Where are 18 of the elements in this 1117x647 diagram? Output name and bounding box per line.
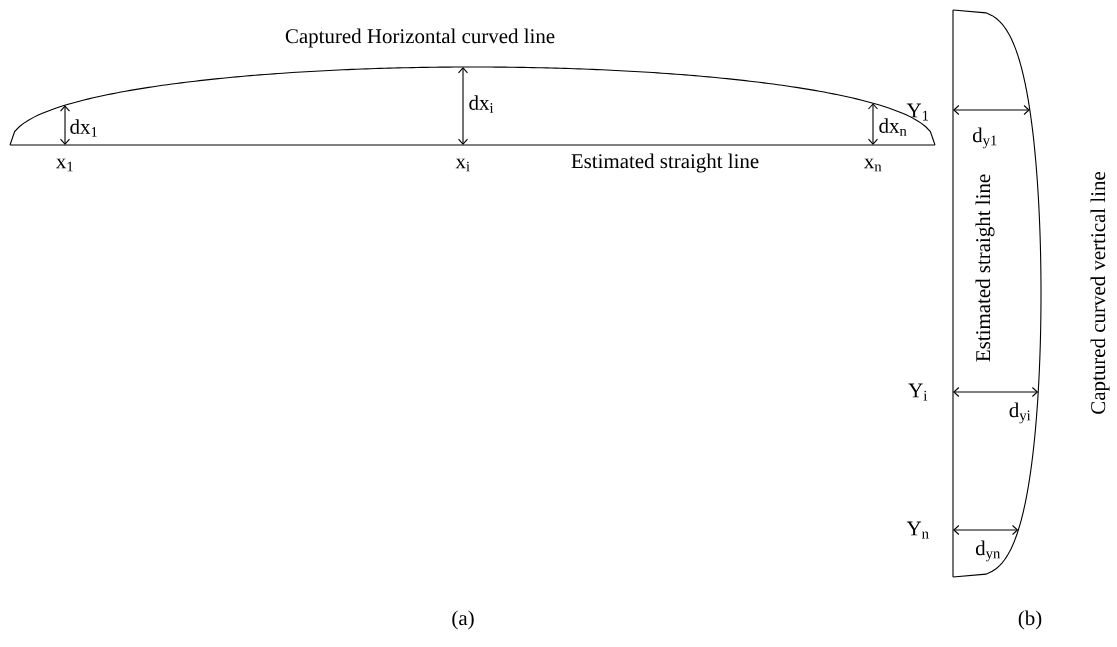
dimension-label: dx$_{n}$ [879, 118, 907, 136]
curve-label: Captured curved vertical line [1090, 171, 1110, 414]
dimension-label: d$_{y1}$ [972, 127, 997, 149]
dimension-label: d$_{yn}$ [975, 540, 1001, 562]
point-label: Y$_{i}$ [908, 383, 928, 401]
panel-label: (b) [1018, 610, 1042, 630]
point-label: x$_{1}$ [56, 158, 73, 172]
dimension-label: dx$_{i}$ [469, 95, 494, 113]
line-label: Estimated straight line [975, 174, 995, 362]
point-label: x$_{n}$ [864, 158, 882, 172]
point-label: x$_{i}$ [455, 158, 470, 172]
line-label: Estimated straight line [571, 153, 759, 173]
curve-label: Captured Horizontal curved line [285, 28, 555, 48]
dimension-label: d$_{yi}$ [1009, 402, 1031, 424]
point-label: Y$_{1}$ [906, 103, 929, 121]
point-label: Y$_{n}$ [906, 521, 929, 539]
panel-label: (a) [452, 610, 474, 630]
dimension-label: dx$_{1}$ [70, 119, 97, 137]
